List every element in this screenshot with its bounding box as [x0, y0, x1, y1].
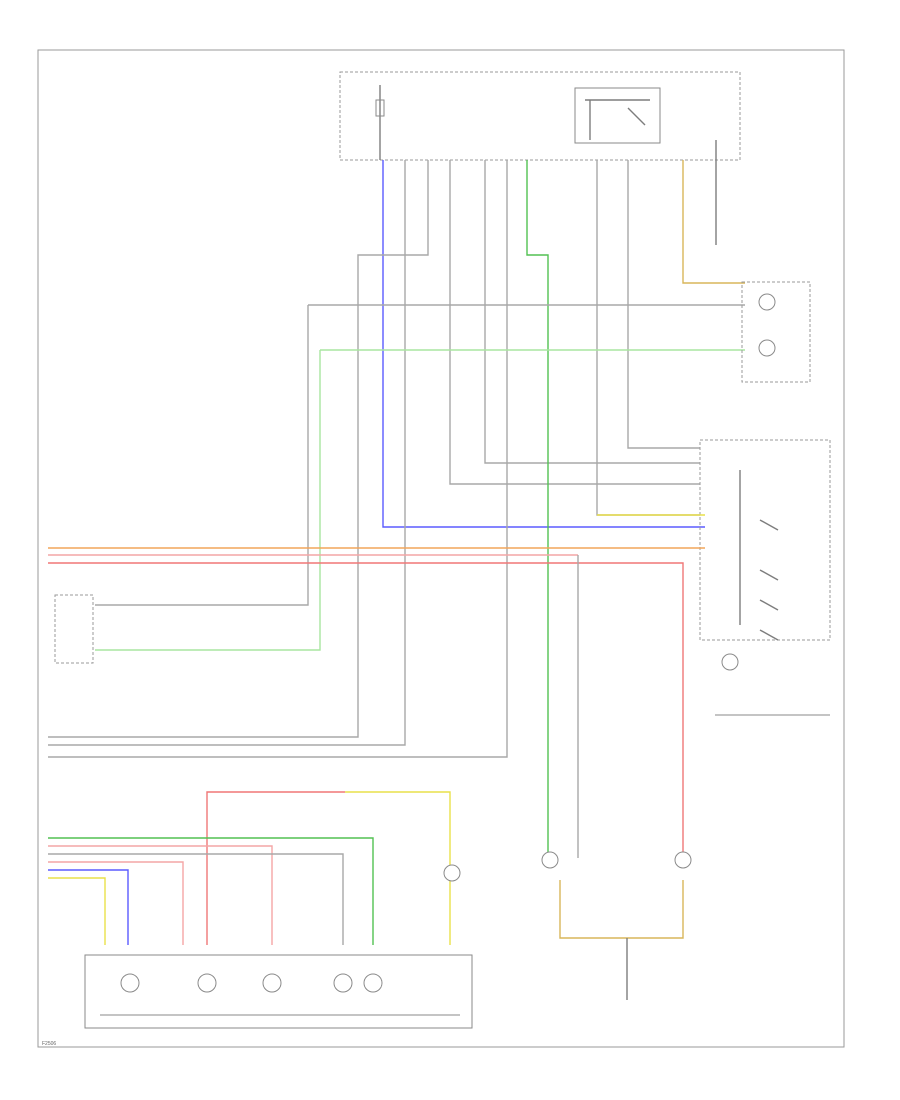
diagram-border [37, 49, 845, 1048]
wire-gray-7 [627, 160, 700, 449]
fuse-symbol [375, 99, 385, 117]
wire-blue-rear [48, 869, 129, 945]
wire-gray-4 [484, 160, 700, 464]
right-turn-indicator-bulb [758, 339, 776, 357]
right-side-marker-bulb [674, 851, 692, 869]
wire-red-rear [206, 791, 345, 945]
relay-symbol [574, 87, 661, 144]
wire-red [48, 562, 684, 858]
wire-gray-5 [48, 160, 508, 758]
module-outline [339, 71, 741, 161]
brake-bulb [197, 973, 217, 993]
hazard-indicator-bulb [721, 653, 739, 671]
wire-tan-ground-top [682, 160, 745, 284]
wire-gray-2 [48, 160, 429, 738]
page-code: F2506 [42, 1041, 56, 1047]
wire-gray-1 [48, 160, 406, 746]
wire-blue [382, 160, 705, 528]
wire-cluster-left-turn-drop [95, 305, 309, 606]
tail-light-outline [84, 954, 473, 1029]
wire-tan-ground-front [559, 880, 684, 939]
wire-yellow-rear [345, 791, 451, 945]
rear-tail-light-assembly [84, 954, 473, 1029]
right-front-turn-bulb [541, 851, 559, 869]
switch-contact-2 [759, 569, 779, 581]
cluster-outline [741, 281, 811, 383]
back-up-bulb [120, 973, 140, 993]
wire-gray-3 [449, 160, 700, 485]
wire-green-rear [48, 837, 374, 945]
wire-cluster-right-turn-drop [95, 350, 321, 651]
wire-yellow-rear-2 [48, 877, 106, 945]
tail-bulb-2 [333, 973, 353, 993]
hazard-turn-switch [699, 439, 831, 716]
wire-gray-rear [48, 853, 344, 945]
fuse-relay-module [339, 71, 741, 161]
switch-contact-3 [759, 599, 779, 611]
left-turn-indicator-bulb [758, 293, 776, 311]
wire-pink-rear [48, 845, 273, 945]
front-turn-lamps [541, 851, 692, 1000]
wire-green [526, 160, 549, 858]
rear-marker-bulb [443, 864, 461, 882]
turn-bulb [363, 973, 383, 993]
switch-contact-4 [759, 629, 779, 641]
wire-pink-rear-2 [48, 861, 184, 945]
switch-outline [699, 439, 831, 641]
instrument-cluster [741, 281, 811, 383]
tail-bulb [262, 973, 282, 993]
switch-contact-1 [759, 519, 779, 531]
relay-switch-arm [627, 107, 646, 126]
left-connector-outline [54, 594, 94, 664]
wire-gray-6 [596, 160, 700, 516]
